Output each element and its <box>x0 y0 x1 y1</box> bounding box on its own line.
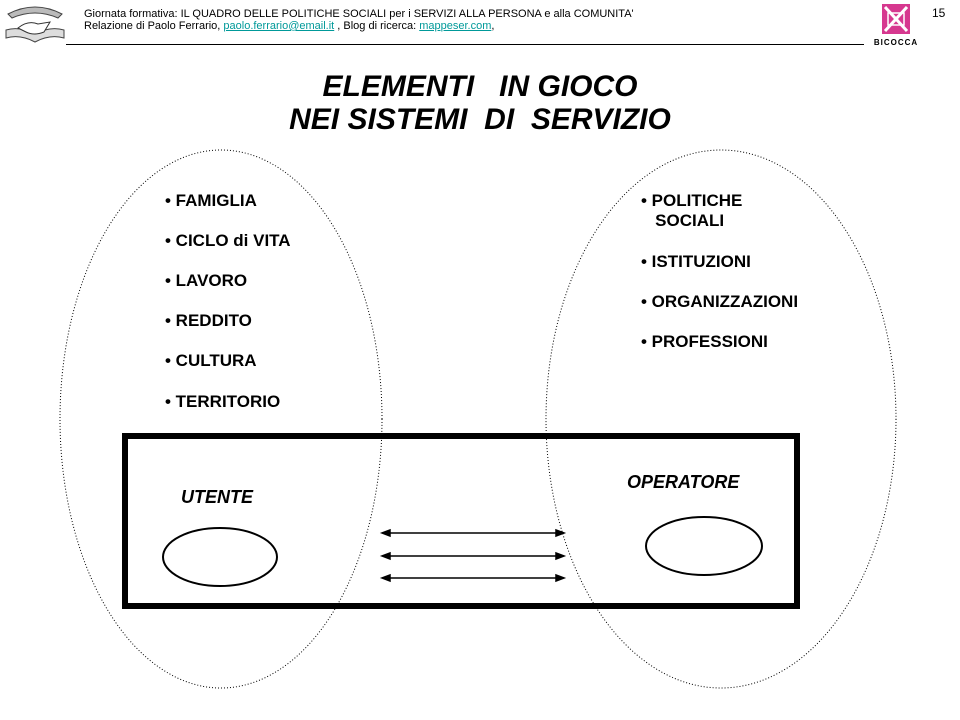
right-item-professioni: • PROFESSIONI <box>641 332 768 351</box>
svg-text:BICOCCA: BICOCCA <box>874 38 918 47</box>
author-text: Relazione di Paolo Ferrario, <box>84 20 224 32</box>
left-item-territorio: • TERRITORIO <box>165 392 281 411</box>
title-line-2: NEI SISTEMI DI SERVIZIO <box>289 103 671 136</box>
handshake-logo <box>4 2 66 44</box>
left-item-lavoro: • LAVORO <box>165 271 248 290</box>
page-number: 15 <box>932 6 946 20</box>
relationship-box <box>122 433 800 609</box>
double-arrows <box>379 528 567 583</box>
left-item-reddito: • REDDITO <box>165 311 252 330</box>
right-item-istituzioni: • ISTITUZIONI <box>641 252 751 271</box>
operatore-ellipse <box>645 516 763 576</box>
blog-link[interactable]: mappeser.com <box>419 20 492 32</box>
right-context-ellipse <box>545 149 897 689</box>
header-divider <box>66 44 864 45</box>
right-item-politiche-sociali: • POLITICHE SOCIALI <box>641 191 743 230</box>
comma: , <box>491 20 495 32</box>
left-context-ellipse <box>59 149 383 689</box>
email-link[interactable]: paolo.ferrario@email.it <box>223 20 335 32</box>
right-item-organizzazioni: • ORGANIZZAZIONI <box>641 292 799 311</box>
left-item-cultura: • CULTURA <box>165 351 257 370</box>
utente-ellipse <box>162 527 278 587</box>
header-author-line: Relazione di Paolo Ferrario, paolo.ferra… <box>84 20 494 32</box>
utente-label: UTENTE <box>181 487 253 507</box>
operatore-label: OPERATORE <box>627 472 740 492</box>
bicocca-logo: BICOCCA <box>872 0 922 48</box>
blog-label: , Blog di ricerca: <box>334 20 420 32</box>
title-line-1: ELEMENTI IN GIOCO <box>322 70 638 103</box>
header-course-title: Giornata formativa: IL QUADRO DELLE POLI… <box>84 8 634 20</box>
left-item-ciclo-di-vita: • CICLO di VITA <box>165 231 291 250</box>
left-item-famiglia: • FAMIGLIA <box>165 191 257 210</box>
